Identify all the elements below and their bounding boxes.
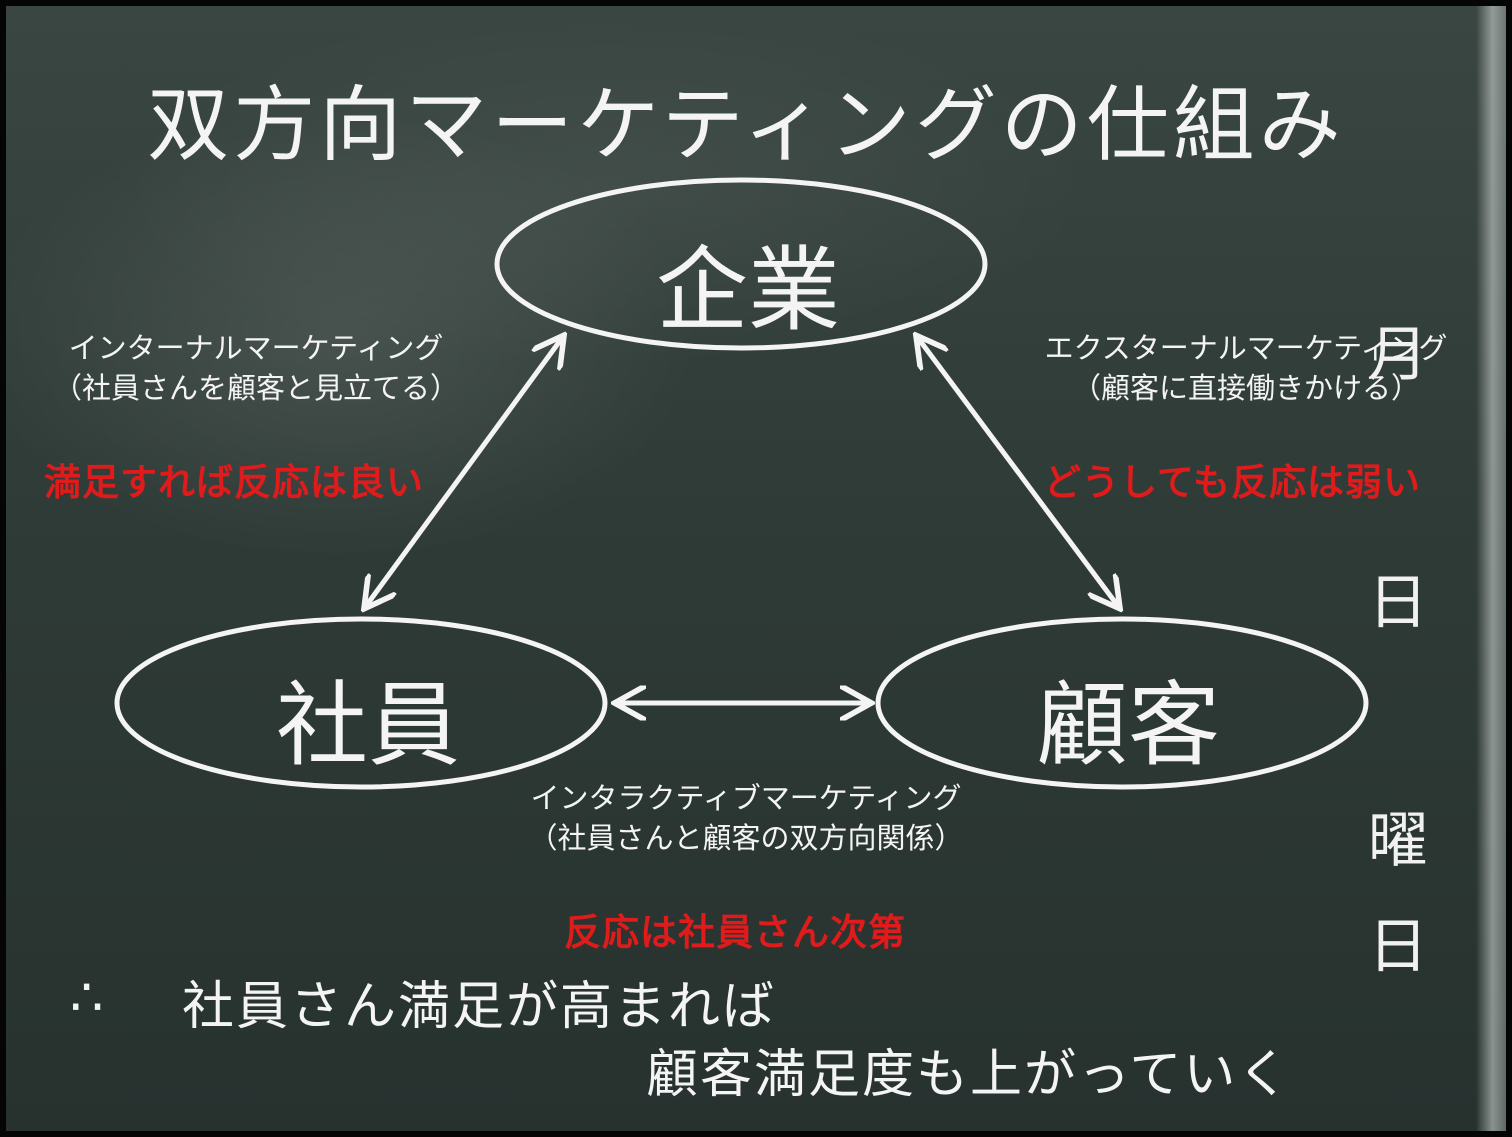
internal-marketing-note: インターナルマーケティング （社員さんを顧客と見立てる） [16,328,496,408]
company-ellipse [494,177,988,351]
interactive-marketing-detail: （社員さんと顧客の双方向関係） [528,821,964,855]
interactive-highlight: 反応は社員さん次第 [564,911,906,954]
internal-marketing-name: インターナルマーケティング [68,331,444,365]
date-weekday-label: 曜 [1368,806,1428,876]
conclusion-line-2: 顧客満足度も上がっていく [646,1045,1292,1105]
node-customer-label: 顧客 [1035,672,1220,779]
employee-ellipse [114,616,608,790]
node-employee-label: 社員 [275,672,460,779]
interactive-marketing-note: インタラクティブマーケティング （社員さんと顧客の双方向関係） [486,778,1006,858]
diagram-lines [114,177,1369,790]
internal-marketing-detail: （社員さんを顧客と見立てる） [52,371,459,405]
customer-ellipse [875,616,1369,790]
page-title: 双方向マーケティングの仕組み [147,78,1345,173]
date-youbi-label: 日 [1368,912,1428,982]
external-marketing-name: エクスターナルマーケティング [1044,331,1448,365]
interactive-marketing-name: インタラクティブマーケティング [530,781,962,815]
date-day-label: 日 [1368,568,1428,638]
arrow-employee-company [366,338,562,606]
therefore-symbol: ∴ [70,968,106,1028]
conclusion-line-1: 社員さん満足が高まれば [182,977,777,1037]
arrow-company-customer [918,338,1118,606]
external-marketing-detail: （顧客に直接働きかける） [1071,371,1420,405]
internal-highlight: 満足すれば反応は良い [44,461,424,504]
node-company-label: 企業 [655,237,840,344]
external-highlight: どうしても反応は弱い [1044,461,1422,504]
board-frame-edge [1476,6,1506,1131]
external-marketing-note: エクスターナルマーケティング （顧客に直接働きかける） [1006,328,1486,408]
date-month-label: 月 [1368,320,1428,390]
